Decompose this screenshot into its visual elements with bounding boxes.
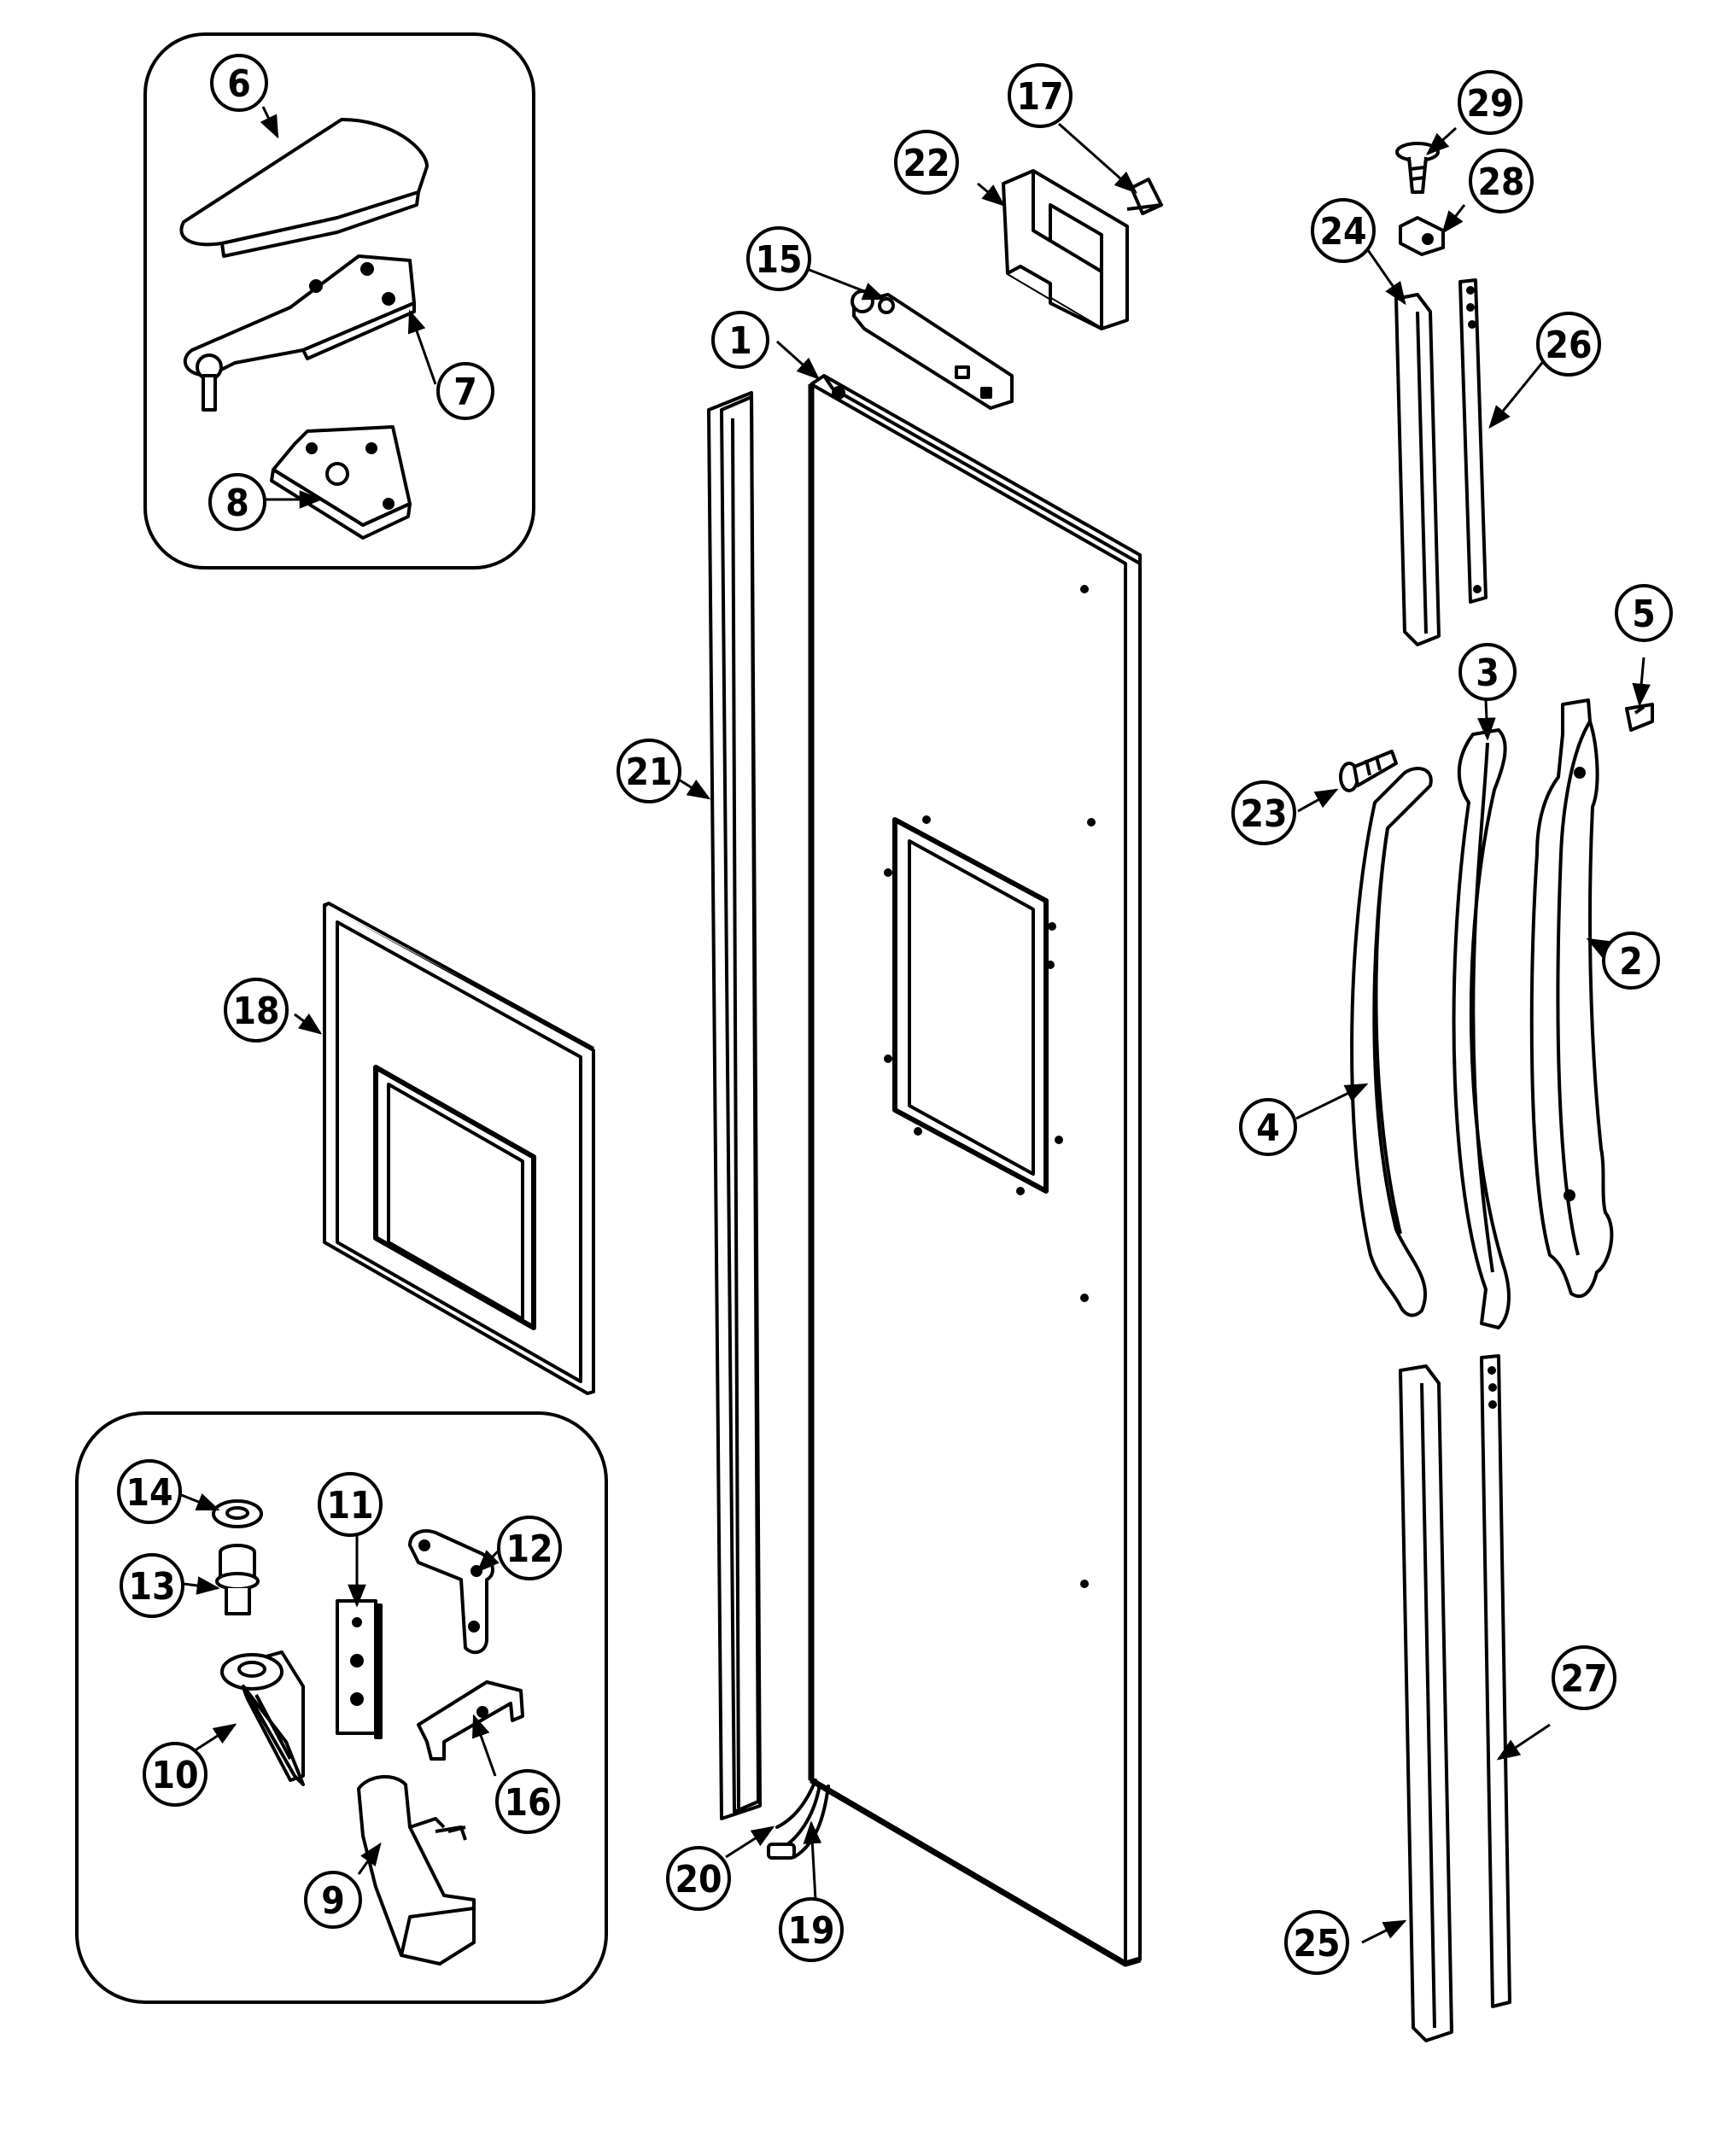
- svg-text:6: 6: [227, 62, 251, 106]
- callout-27: 27: [1552, 1645, 1616, 1710]
- svg-text:4: 4: [1256, 1107, 1280, 1150]
- callout-2: 2: [1602, 932, 1660, 990]
- svg-text:21: 21: [625, 751, 672, 794]
- part-21-gasket-strip: [707, 391, 762, 1820]
- part-16-small-bracket: [417, 1680, 524, 1761]
- part-9-hinge-block: [357, 1774, 476, 1966]
- part-14-washer: [212, 1499, 263, 1528]
- svg-text:2: 2: [1619, 940, 1643, 984]
- part-11-shim-plate: [336, 1599, 383, 1739]
- callout-29: 29: [1458, 70, 1523, 135]
- callout-24: 24: [1311, 198, 1376, 263]
- svg-text:14: 14: [126, 1471, 172, 1515]
- callout-22: 22: [894, 130, 959, 195]
- svg-text:28: 28: [1477, 161, 1524, 204]
- part-27-strip-lower: [1480, 1354, 1511, 2008]
- part-3-handle-insert: [1452, 728, 1511, 1329]
- part-25-trim-bottom: [1399, 1364, 1453, 2042]
- svg-text:22: 22: [903, 142, 950, 185]
- part-26-strip-upper: [1458, 278, 1488, 604]
- svg-text:17: 17: [1016, 75, 1063, 119]
- callout-26: 26: [1536, 312, 1601, 377]
- callout-3: 3: [1458, 643, 1517, 701]
- part-8-hinge-shim: [270, 425, 412, 540]
- callout-16: 16: [495, 1769, 560, 1834]
- callout-1: 1: [711, 311, 769, 369]
- callout-15: 15: [746, 226, 811, 291]
- callout-14: 14: [117, 1459, 182, 1524]
- callout-20: 20: [666, 1846, 731, 1911]
- svg-text:29: 29: [1466, 82, 1513, 126]
- svg-text:23: 23: [1240, 792, 1287, 836]
- svg-text:25: 25: [1293, 1922, 1340, 1966]
- callout-7: 7: [436, 362, 494, 420]
- part-22-clip-block: [1002, 169, 1129, 330]
- callout-18: 18: [224, 978, 289, 1043]
- part-17-small-clip: [1126, 178, 1163, 215]
- part-5-clip: [1625, 703, 1654, 732]
- part-6-hinge-cover: [179, 118, 429, 258]
- svg-text:3: 3: [1476, 651, 1499, 695]
- callout-17: 17: [1008, 63, 1073, 128]
- svg-text:1: 1: [728, 319, 752, 363]
- callout-6: 6: [210, 54, 268, 112]
- callout-12: 12: [497, 1516, 562, 1580]
- part-24-trim-top: [1394, 293, 1441, 646]
- callout-8: 8: [208, 473, 266, 531]
- callout-19: 19: [779, 1897, 844, 1962]
- part-2-handle-base: [1529, 698, 1614, 1299]
- part-4-handle-grip: [1350, 767, 1433, 1317]
- callout-10: 10: [143, 1742, 208, 1807]
- callout-25: 25: [1284, 1910, 1349, 1975]
- svg-text:8: 8: [225, 482, 249, 525]
- callout-11: 11: [318, 1472, 383, 1537]
- svg-text:15: 15: [755, 238, 802, 282]
- part-15-hinge-bracket: [850, 289, 1014, 410]
- callout-13: 13: [120, 1553, 184, 1618]
- callout-21: 21: [617, 739, 681, 803]
- svg-text:18: 18: [232, 990, 279, 1033]
- svg-text:5: 5: [1632, 593, 1656, 636]
- svg-text:9: 9: [321, 1879, 345, 1923]
- svg-text:20: 20: [675, 1858, 722, 1901]
- svg-text:16: 16: [504, 1781, 551, 1825]
- svg-text:7: 7: [453, 371, 477, 414]
- part-10-lower-hinge: [220, 1650, 305, 1786]
- svg-text:26: 26: [1545, 324, 1592, 367]
- callout-5: 5: [1615, 584, 1673, 642]
- svg-text:10: 10: [151, 1754, 198, 1797]
- part-1-door-panel: [808, 374, 1142, 1967]
- callout-23: 23: [1231, 780, 1296, 845]
- callouts: 1 2 3 4 5 6 7 8 9 10 11 12 13 14 15 16 1…: [117, 54, 1673, 1975]
- part-13-pin: [215, 1544, 260, 1615]
- callout-4: 4: [1239, 1098, 1297, 1156]
- svg-text:27: 27: [1560, 1657, 1607, 1701]
- part-28-nut: [1399, 216, 1445, 256]
- svg-text:13: 13: [128, 1565, 175, 1609]
- svg-text:24: 24: [1319, 210, 1366, 254]
- svg-text:19: 19: [787, 1909, 834, 1953]
- svg-text:12: 12: [506, 1527, 552, 1571]
- svg-text:11: 11: [326, 1484, 373, 1527]
- part-23-screw: [1339, 750, 1398, 792]
- callout-9: 9: [304, 1871, 362, 1929]
- leader-lines: [174, 106, 1651, 1944]
- part-19-20-wires: [767, 1779, 830, 1860]
- callout-28: 28: [1469, 149, 1534, 213]
- part-18-dispenser-bezel: [323, 902, 595, 1395]
